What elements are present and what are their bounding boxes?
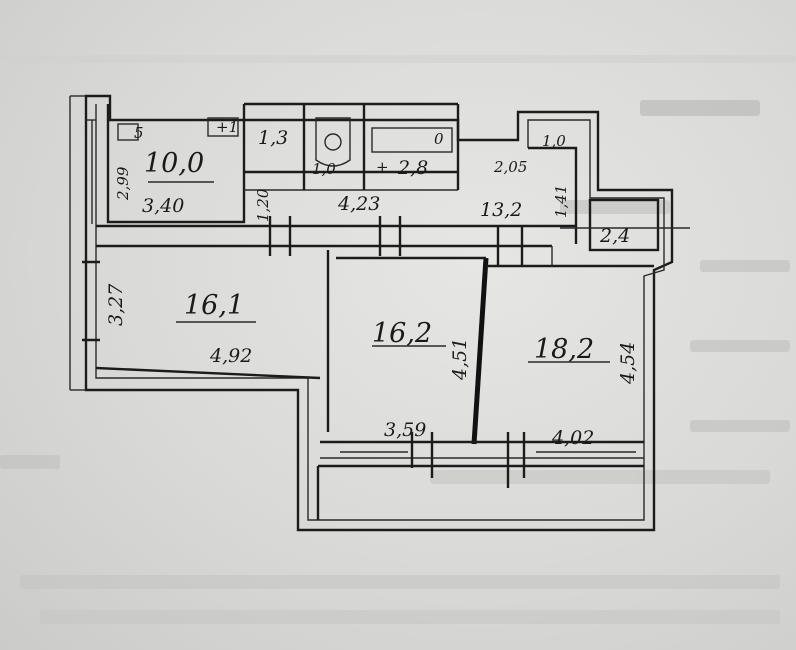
wc-sink-box (207, 117, 239, 137)
closet-area: 1,0 (542, 132, 566, 150)
outer-wall (84, 94, 674, 532)
middle-room-width: 3,59 (384, 419, 426, 441)
storage-box (588, 198, 660, 252)
bathtub (371, 127, 453, 153)
left-room-width: 4,92 (209, 345, 252, 367)
kitchen-stove (117, 123, 139, 141)
partition-middle-right (471, 257, 489, 445)
left-room-bottom (95, 366, 321, 380)
left-room-depth: 3,27 (105, 283, 127, 326)
hall-side-b: 2,05 (493, 158, 527, 176)
right-room-depth: 4,54 (617, 342, 639, 385)
kitchen-marker: 5 (134, 124, 144, 142)
storage-area: 2,4 (599, 225, 630, 247)
left-room-area: 16,1 (184, 290, 244, 321)
hall-side-a: 1,20 (254, 188, 272, 222)
inner-wall (95, 104, 665, 521)
toilet-fixture (315, 117, 351, 167)
right-room-area: 18,2 (534, 334, 594, 365)
kitchen-area: 10,0 (144, 148, 204, 179)
bath-area: 2,8 (397, 157, 428, 179)
kitchen-width: 3,40 (142, 195, 184, 217)
wc-extra: 1,0 (312, 160, 336, 178)
bath-marker: + (376, 158, 389, 176)
right-room-width: 4,02 (551, 427, 594, 449)
hall-depth: 4,23 (337, 193, 380, 215)
kitchen-walls (106, 104, 246, 224)
hall-area: 13,2 (480, 199, 522, 221)
wc-marker: +1 (216, 118, 238, 136)
hall-side-c: 1,41 (552, 185, 570, 218)
middle-room-area: 16,2 (372, 318, 432, 349)
closet-walls (528, 146, 578, 244)
wc-area: 1,3 (258, 127, 288, 149)
kitchen-depth: 2,99 (114, 166, 132, 201)
toilet-bowl (324, 133, 342, 151)
middle-room-depth: 4,51 (449, 338, 471, 381)
bath-fixture-mark: 0 (434, 130, 444, 148)
